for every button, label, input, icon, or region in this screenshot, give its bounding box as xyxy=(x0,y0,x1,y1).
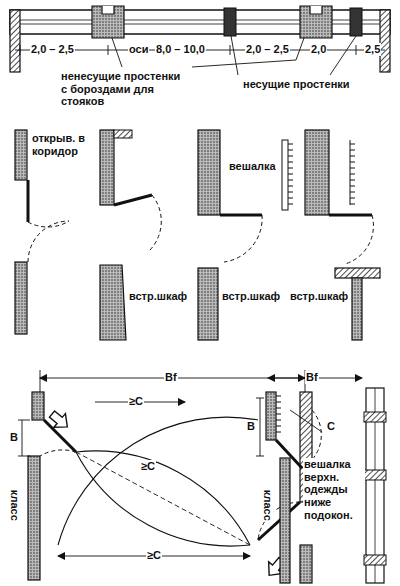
axis-note: оси xyxy=(128,43,149,56)
hook-tick xyxy=(288,186,293,187)
hook-tick xyxy=(288,192,293,193)
hook-tick xyxy=(288,174,293,175)
closet-note: встр.шкаф xyxy=(221,290,281,303)
dimension: ≥C xyxy=(146,549,162,562)
corridor-plan-wide xyxy=(18,370,312,583)
hook-tick xyxy=(276,402,281,403)
hook-tick xyxy=(350,144,355,145)
hook-tick xyxy=(350,174,355,175)
dimension: Bf xyxy=(305,371,319,384)
dimension: C xyxy=(326,420,336,433)
room-name: класс xyxy=(8,489,21,522)
hook-tick xyxy=(350,186,355,187)
hook-tick xyxy=(350,162,355,163)
dimension: 2,0 – 2,5 xyxy=(245,43,290,56)
dimension: Bf xyxy=(164,371,178,384)
hook-tick xyxy=(288,144,293,145)
facade-plan xyxy=(10,6,390,75)
hook-tick xyxy=(288,198,293,199)
hook-tick xyxy=(276,432,281,433)
hook-tick xyxy=(276,426,281,427)
dimension: 2,0 – 2,5 xyxy=(30,43,75,56)
hook-tick xyxy=(288,204,293,205)
coat-rack-note: вешалка верхн. одежды ниже подокон. xyxy=(303,458,365,521)
dimension: 2,5 xyxy=(364,43,381,56)
dimension: B xyxy=(9,431,19,444)
room-name: класс xyxy=(261,489,274,522)
corridor-plan-narrow xyxy=(256,378,386,583)
hook-tick xyxy=(288,168,293,169)
hook-tick xyxy=(350,150,355,151)
hook-tick xyxy=(350,156,355,157)
hook-tick xyxy=(350,198,355,199)
dimension: ≥C xyxy=(140,460,156,473)
closet-note: встр.шкаф xyxy=(289,290,349,303)
hook-tick xyxy=(276,420,281,421)
dimension: B xyxy=(246,420,256,433)
dimension: ≥C xyxy=(128,395,144,408)
coat-rack-note: вешалка xyxy=(228,160,277,173)
dimension: 2,0 xyxy=(310,43,327,56)
hook-tick xyxy=(288,162,293,163)
hook-tick xyxy=(350,204,355,205)
hook-tick xyxy=(276,414,281,415)
pier-note: несущие простенки xyxy=(242,78,354,91)
hook-tick xyxy=(350,168,355,169)
hook-tick xyxy=(276,396,281,397)
closet-note: встр.шкаф xyxy=(128,290,188,303)
hook-tick xyxy=(288,180,293,181)
pier-note: ненесущие простенки с бороздами для стоя… xyxy=(60,70,188,108)
hook-tick xyxy=(276,408,281,409)
door-note: открыв. в коридор xyxy=(31,132,93,157)
door-variants xyxy=(15,130,380,340)
hook-tick xyxy=(288,150,293,151)
hook-tick xyxy=(350,180,355,181)
hook-tick xyxy=(350,192,355,193)
dimension: 8,0 – 10,0 xyxy=(155,43,206,56)
hook-tick xyxy=(288,156,293,157)
